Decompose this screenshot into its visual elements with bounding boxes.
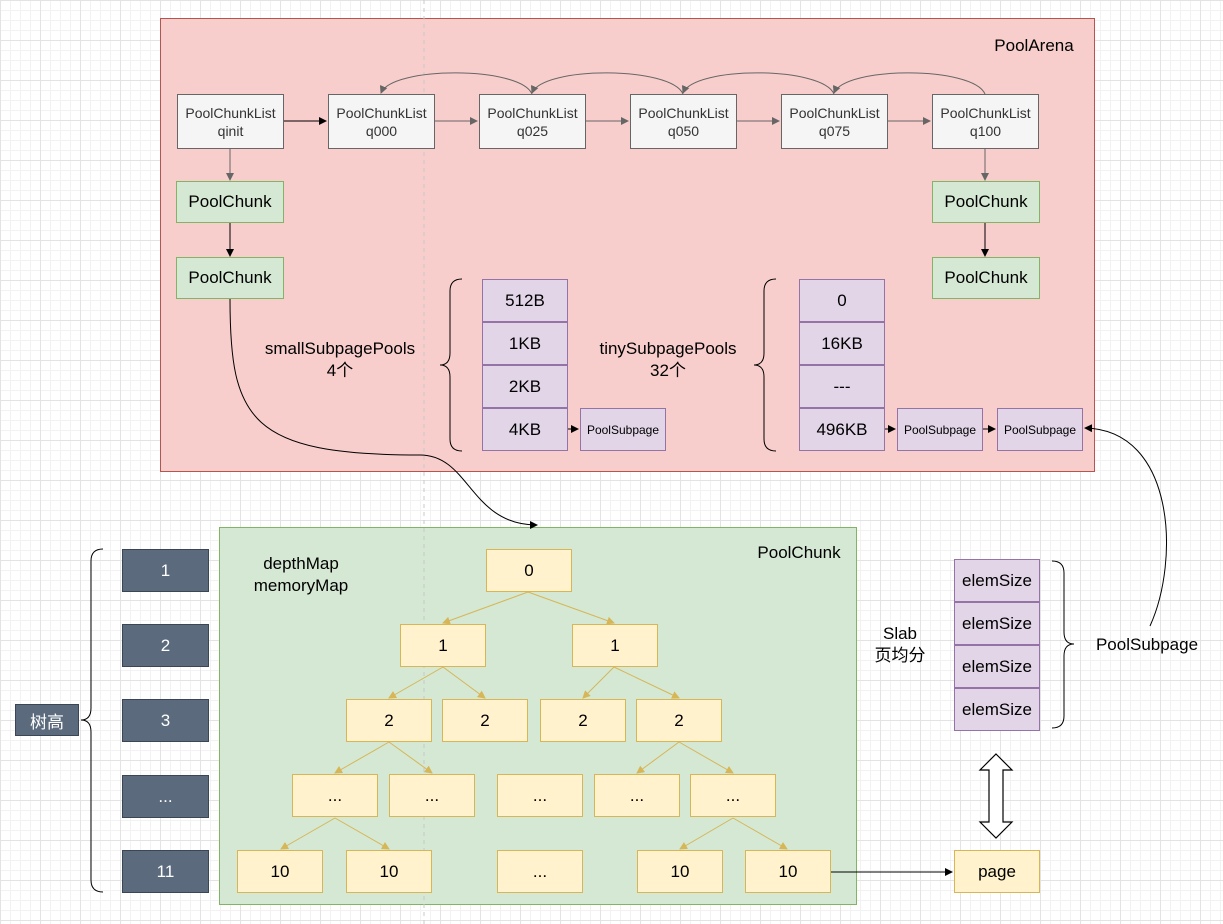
tiny-subpage-pools-label: tinySubpagePools 32个 bbox=[578, 338, 758, 382]
chunk-list-id: q000 bbox=[365, 122, 398, 139]
chunk-list-id: q050 bbox=[667, 122, 700, 139]
map-labels: depthMap memoryMap bbox=[236, 553, 366, 597]
tree-node-l1-b: 1 bbox=[572, 624, 658, 667]
tiny-pool-subpage-2: PoolSubpage bbox=[997, 408, 1083, 451]
tiny-pools-name: tinySubpagePools bbox=[599, 339, 737, 358]
slab-label: Slab 页均分 bbox=[860, 623, 940, 667]
small-pool-512b: 512B bbox=[482, 279, 568, 322]
arena-title: PoolArena bbox=[994, 36, 1074, 55]
chunk-list-id: q025 bbox=[516, 122, 549, 139]
small-pool-2kb: 2KB bbox=[482, 365, 568, 408]
tree-height-label: 树高 bbox=[15, 704, 79, 736]
pool-chunk-left-1: PoolChunk bbox=[176, 181, 284, 223]
tiny-pools-count: 32个 bbox=[650, 361, 686, 380]
tree-node-l3-e: ... bbox=[690, 774, 776, 817]
tree-node-l2-a: 2 bbox=[346, 699, 432, 742]
pool-arena-container bbox=[160, 18, 1095, 472]
tree-node-l2-d: 2 bbox=[636, 699, 722, 742]
tree-node-l3-c: ... bbox=[497, 774, 583, 817]
small-pool-subpage: PoolSubpage bbox=[580, 408, 666, 451]
tree-leaf-a: 10 bbox=[237, 850, 323, 893]
tiny-pool-subpage-1: PoolSubpage bbox=[897, 408, 983, 451]
chunk-list-q025: PoolChunkList q025 bbox=[479, 94, 586, 149]
double-arrow-icon bbox=[978, 753, 1014, 839]
tree-leaf-c: ... bbox=[497, 850, 583, 893]
tree-leaf-e: 10 bbox=[745, 850, 831, 893]
tree-level-1: 1 bbox=[122, 549, 209, 592]
chunk-list-name: PoolChunkList bbox=[940, 104, 1031, 121]
memory-map-label: memoryMap bbox=[253, 576, 349, 595]
chunk-list-name: PoolChunkList bbox=[789, 104, 880, 121]
pool-chunk-right-2: PoolChunk bbox=[932, 257, 1040, 299]
chunk-list-q050: PoolChunkList q050 bbox=[630, 94, 737, 149]
chunk-title: PoolChunk bbox=[757, 543, 841, 562]
small-pool-4kb: 4KB bbox=[482, 408, 568, 451]
chunk-list-q100: PoolChunkList q100 bbox=[932, 94, 1039, 149]
small-pools-count: 4个 bbox=[326, 361, 354, 380]
pool-subpage-group-label: PoolSubpage bbox=[1095, 635, 1199, 654]
page-box: page bbox=[954, 850, 1040, 893]
chunk-list-qinit: PoolChunkList qinit bbox=[177, 94, 284, 149]
slab-label-line1: Slab bbox=[882, 624, 918, 643]
chunk-list-name: PoolChunkList bbox=[185, 104, 276, 121]
chunk-list-name: PoolChunkList bbox=[638, 104, 729, 121]
elem-size-3: elemSize bbox=[954, 645, 1040, 688]
tree-node-root: 0 bbox=[486, 549, 572, 592]
tree-node-l3-a: ... bbox=[292, 774, 378, 817]
elem-size-2: elemSize bbox=[954, 602, 1040, 645]
chunk-list-name: PoolChunkList bbox=[336, 104, 427, 121]
tree-node-l3-d: ... bbox=[594, 774, 680, 817]
tiny-pool-ellipsis: --- bbox=[799, 365, 885, 408]
elem-size-1: elemSize bbox=[954, 559, 1040, 602]
chunk-list-id: q100 bbox=[969, 122, 1002, 139]
tree-level-ellipsis: ... bbox=[122, 775, 209, 818]
tiny-pool-0: 0 bbox=[799, 279, 885, 322]
tree-level-3: 3 bbox=[122, 699, 209, 742]
tree-leaf-d: 10 bbox=[637, 850, 723, 893]
chunk-list-q000: PoolChunkList q000 bbox=[328, 94, 435, 149]
tree-level-2: 2 bbox=[122, 624, 209, 667]
chunk-list-id: qinit bbox=[217, 122, 244, 139]
chunk-list-name: PoolChunkList bbox=[487, 104, 578, 121]
tree-node-l2-c: 2 bbox=[540, 699, 626, 742]
elem-size-4: elemSize bbox=[954, 688, 1040, 731]
tree-node-l3-b: ... bbox=[389, 774, 475, 817]
tree-node-l2-b: 2 bbox=[442, 699, 528, 742]
tree-leaf-b: 10 bbox=[346, 850, 432, 893]
small-pools-name: smallSubpagePools bbox=[264, 339, 416, 358]
tiny-pool-16kb: 16KB bbox=[799, 322, 885, 365]
chunk-list-id: q075 bbox=[818, 122, 851, 139]
slab-label-line2: 页均分 bbox=[874, 646, 926, 665]
depth-map-label: depthMap bbox=[263, 554, 339, 573]
tiny-pool-496kb: 496KB bbox=[799, 408, 885, 451]
tree-level-11: 11 bbox=[122, 850, 209, 893]
small-pool-1kb: 1KB bbox=[482, 322, 568, 365]
pool-chunk-left-2: PoolChunk bbox=[176, 257, 284, 299]
pool-chunk-right-1: PoolChunk bbox=[932, 181, 1040, 223]
small-subpage-pools-label: smallSubpagePools 4个 bbox=[250, 338, 430, 382]
tree-node-l1-a: 1 bbox=[400, 624, 486, 667]
chunk-list-q075: PoolChunkList q075 bbox=[781, 94, 888, 149]
